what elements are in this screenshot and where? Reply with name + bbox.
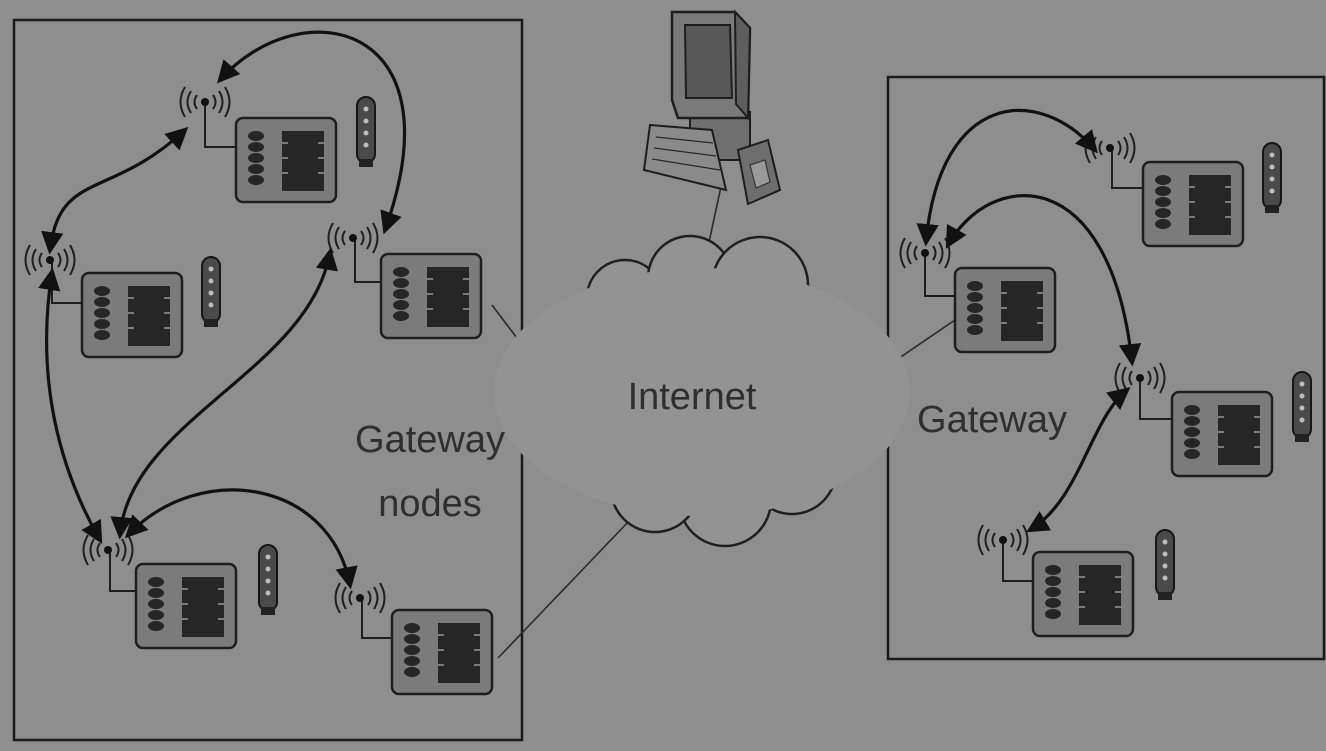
feeder-line-2	[51, 262, 82, 304]
wireless-link-arrow	[1026, 387, 1131, 533]
wireless-link-arrow	[124, 488, 358, 590]
gateway-node-icon	[379, 252, 483, 340]
sensor-probe-icon	[258, 544, 278, 616]
antenna-icon	[327, 222, 379, 254]
wireless-link-arrow	[945, 194, 1142, 367]
left-panel-label-line-2: nodes	[378, 483, 482, 525]
link-line-left-bottom	[497, 519, 631, 659]
sensor-node-icon	[1141, 160, 1245, 248]
sensor-probe-icon	[1292, 371, 1312, 443]
sensor-node-icon	[1031, 550, 1135, 638]
sensor-node-icon	[1170, 390, 1274, 478]
sensor-node-icon	[134, 562, 238, 650]
wireless-link-arrow	[916, 108, 1098, 247]
right-panel-label: Gateway	[917, 399, 1067, 441]
feeder-line-9	[1002, 540, 1034, 582]
feeder-line-3	[354, 240, 382, 283]
sensor-node-icon	[80, 271, 184, 359]
feeder-line-4	[109, 551, 137, 592]
computer-icon	[642, 9, 782, 206]
internet-cloud	[494, 234, 910, 548]
antenna-icon	[334, 582, 386, 614]
gateway-node-icon	[953, 266, 1057, 354]
feeder-line-5	[361, 598, 393, 639]
wireless-link-arrow	[38, 267, 103, 544]
sensor-probe-icon	[201, 256, 221, 328]
antenna-icon	[82, 534, 134, 566]
wireless-link-arrow	[110, 247, 339, 540]
internet-label: Internet	[628, 376, 757, 418]
wireless-link-arrow	[217, 30, 407, 235]
feeder-line-7	[924, 255, 956, 297]
gateway-node-icon	[390, 608, 494, 696]
sensor-probe-icon	[356, 96, 376, 168]
sensor-probe-icon	[1262, 142, 1282, 214]
left-panel-label-line-1: Gateway	[355, 419, 505, 461]
wireless-link-arrow	[41, 126, 189, 255]
sensor-node-icon	[234, 116, 338, 204]
feeder-line-6	[1111, 150, 1144, 189]
sensor-probe-icon	[1155, 529, 1175, 601]
feeder-line-8	[1139, 379, 1173, 420]
